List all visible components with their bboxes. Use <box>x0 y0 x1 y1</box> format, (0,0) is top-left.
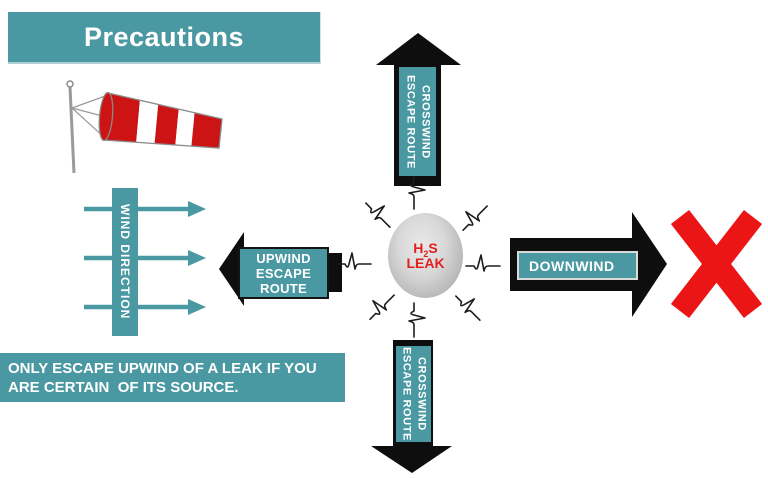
note-line-1: ONLY ESCAPE UPWIND OF A LEAK IF YOU <box>8 359 317 377</box>
crosswind-escape-route-bottom: CROSSWIND ESCAPE ROUTE <box>396 346 431 442</box>
red-x-icon <box>670 209 763 319</box>
h2s-leak-source: H2S LEAK <box>388 213 463 298</box>
page-title: Precautions <box>83 21 245 52</box>
wind-direction-arrows <box>84 201 206 315</box>
title-banner: Precautions <box>8 12 321 64</box>
note-line-2: ARE CERTAIN OF ITS SOURCE. <box>8 378 239 396</box>
crosswind-bottom-label: CROSSWIND ESCAPE ROUTE <box>400 347 428 441</box>
crosswind-escape-route-top: CROSSWIND ESCAPE ROUTE <box>399 67 436 176</box>
h2s-formula: H2S <box>413 239 438 259</box>
note-box: ONLY ESCAPE UPWIND OF A LEAK IF YOU ARE … <box>0 353 345 402</box>
wind-direction-label: WIND DIRECTION <box>118 204 132 320</box>
wind-direction-bar: WIND DIRECTION <box>112 188 138 336</box>
upwind-escape-route-label: UPWIND ESCAPE ROUTE <box>238 247 329 299</box>
crosswind-top-label: CROSSWIND ESCAPE ROUTE <box>404 74 432 169</box>
leak-label: LEAK <box>406 254 445 271</box>
windsock-icon <box>66 80 223 174</box>
downwind-label: DOWNWIND <box>517 251 638 280</box>
